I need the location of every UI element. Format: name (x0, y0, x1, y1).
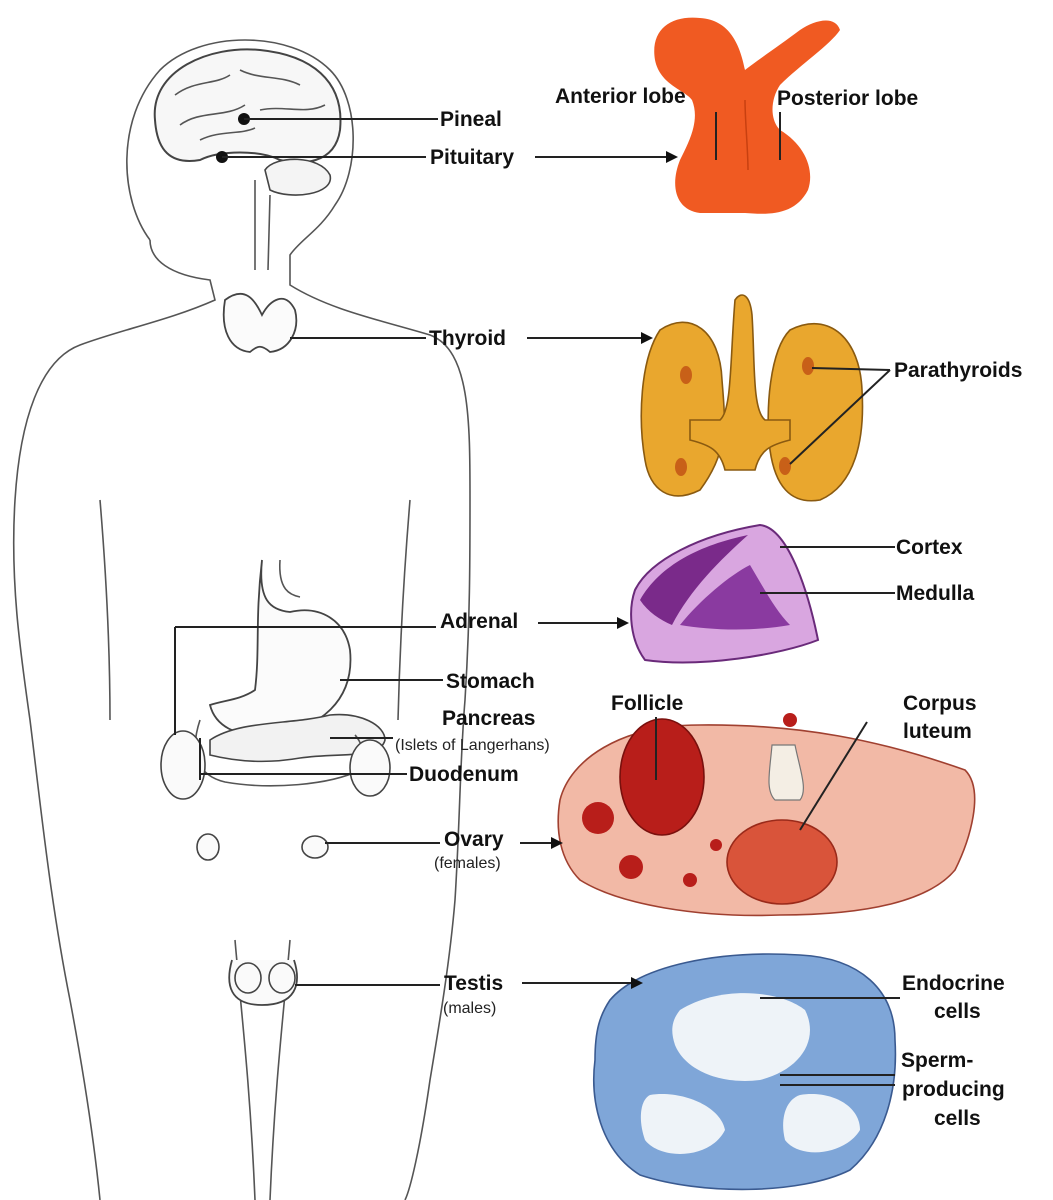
label-anterior-lobe: Anterior lobe (555, 85, 686, 108)
label-producing: producing (902, 1078, 1005, 1101)
body-ovary-right (301, 835, 329, 859)
ovary-illustration (557, 713, 976, 917)
label-thyroid: Thyroid (429, 327, 506, 350)
label-sperm-cells: cells (934, 1107, 981, 1130)
label-pituitary: Pituitary (430, 146, 514, 169)
body-ovary-left (196, 833, 220, 861)
label-cortex: Cortex (896, 536, 963, 559)
label-pineal: Pineal (440, 108, 502, 131)
labels: Pineal Pituitary Anterior lobe Posterior… (395, 85, 1022, 1130)
label-corpus: Corpus (903, 692, 977, 715)
label-endocrine: Endocrine (902, 972, 1005, 995)
brain-illustration (153, 48, 342, 271)
body-kidney-right (349, 739, 391, 797)
body-outline (12, 39, 471, 1200)
label-ovary: Ovary (444, 828, 504, 851)
label-duodenum: Duodenum (409, 763, 519, 786)
body-stomach (208, 559, 352, 737)
pituitary-gland (654, 17, 840, 214)
label-ovary-sub: (females) (434, 855, 501, 872)
body-kidney-left (160, 730, 206, 800)
label-medulla: Medulla (896, 582, 974, 605)
adrenal-gland (630, 523, 820, 664)
label-islets: (Islets of Langerhans) (395, 737, 550, 754)
label-stomach: Stomach (446, 670, 535, 693)
label-adrenal: Adrenal (440, 610, 518, 633)
body-thyroid (222, 293, 298, 353)
testis-cross-section (593, 953, 897, 1191)
label-testis: Testis (444, 972, 503, 995)
label-endocrine-cells: cells (934, 1000, 981, 1023)
label-luteum: luteum (903, 720, 972, 743)
label-follicle: Follicle (611, 692, 683, 715)
leader-lines (174, 112, 900, 1086)
body-pancreas (209, 713, 386, 763)
label-sperm: Sperm- (901, 1049, 973, 1072)
label-pancreas: Pancreas (442, 707, 535, 730)
label-posterior-lobe: Posterior lobe (777, 87, 918, 110)
thyroid-gland (640, 294, 864, 502)
label-testis-sub: (males) (443, 1000, 496, 1017)
body-testes (228, 959, 298, 1006)
label-parathyroids: Parathyroids (894, 359, 1022, 382)
